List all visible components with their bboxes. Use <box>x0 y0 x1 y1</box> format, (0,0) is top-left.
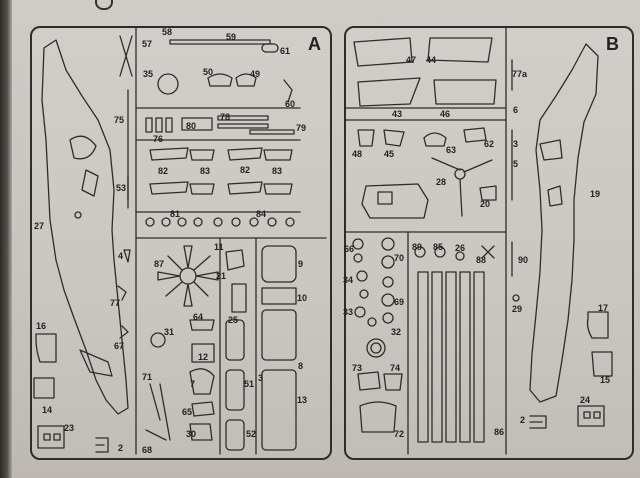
part-number-53: 53 <box>116 183 127 193</box>
part-number-32: 32 <box>391 327 402 337</box>
part-number-23: 23 <box>64 423 75 433</box>
part-number-27: 27 <box>34 221 45 231</box>
part-number-19: 19 <box>590 189 601 199</box>
part-number-69: 69 <box>394 297 405 307</box>
part-number-20: 20 <box>480 199 491 209</box>
part-number-71: 71 <box>142 372 153 382</box>
part-number-77a: 77a <box>512 69 528 79</box>
part-number-75: 75 <box>114 115 125 125</box>
part-number-60: 60 <box>285 99 296 109</box>
part-number-74: 74 <box>390 363 401 373</box>
part-number-15: 15 <box>600 375 611 385</box>
part-number-31: 31 <box>164 327 175 337</box>
part-number-80: 80 <box>186 121 197 131</box>
sprue-b-letter: B <box>606 34 619 54</box>
part-number-16: 16 <box>36 321 47 331</box>
part-number-7: 7 <box>190 379 196 389</box>
part-number-58: 58 <box>162 27 173 37</box>
page-corner-mark <box>95 0 113 10</box>
part-number-3: 3 <box>258 373 264 383</box>
part-number-88: 88 <box>476 255 487 265</box>
part-number-12: 12 <box>198 352 209 362</box>
part-number-64: 64 <box>193 312 204 322</box>
part-number-29: 29 <box>512 304 523 314</box>
part-number-25: 25 <box>228 315 239 325</box>
part-number-43: 43 <box>392 109 403 119</box>
part-number-57: 57 <box>142 39 153 49</box>
part-number-73: 73 <box>352 363 363 373</box>
part-number-84: 84 <box>256 209 267 219</box>
part-number-61: 61 <box>280 46 291 56</box>
part-number-78: 78 <box>220 112 231 122</box>
part-number-65: 65 <box>182 407 193 417</box>
part-number-85: 85 <box>433 242 444 252</box>
part-number-87: 87 <box>154 259 165 269</box>
part-number-30: 30 <box>186 429 197 439</box>
sprue-a-frame <box>30 26 332 460</box>
part-number-76: 76 <box>153 134 164 144</box>
part-number-51: 51 <box>244 379 255 389</box>
part-number-28: 28 <box>436 177 447 187</box>
part-number-90: 90 <box>518 255 529 265</box>
part-number-81: 81 <box>170 209 181 219</box>
part-number-82-b: 82 <box>240 165 251 175</box>
part-number-68: 68 <box>142 445 153 455</box>
part-number-2-a: 2 <box>118 443 124 453</box>
part-number-63: 63 <box>446 145 457 155</box>
part-number-14: 14 <box>42 405 53 415</box>
part-number-86: 86 <box>494 427 505 437</box>
part-number-49: 49 <box>250 69 261 79</box>
part-number-44: 44 <box>426 55 437 65</box>
part-number-45: 45 <box>384 149 395 159</box>
part-number-79: 79 <box>296 123 307 133</box>
part-number-35: 35 <box>143 69 154 79</box>
fuselage-half-a <box>41 39 129 415</box>
part-number-47: 47 <box>406 55 417 65</box>
part-number-70: 70 <box>394 253 405 263</box>
part-number-77: 77 <box>110 298 121 308</box>
part-number-48: 48 <box>352 149 363 159</box>
sprue-a-letter: A <box>308 34 321 54</box>
part-number-9: 9 <box>298 259 304 269</box>
part-number-89: 89 <box>412 242 423 252</box>
part-number-33: 33 <box>343 307 354 317</box>
part-number-83-a: 83 <box>200 166 211 176</box>
part-number-66: 66 <box>344 244 355 254</box>
part-number-13: 13 <box>297 395 308 405</box>
part-number-46: 46 <box>440 109 451 119</box>
part-number-2-b: 2 <box>520 415 526 425</box>
part-number-3-b: 3 <box>513 139 519 149</box>
part-number-62: 62 <box>484 139 495 149</box>
part-number-52: 52 <box>246 429 257 439</box>
part-number-5: 5 <box>513 159 519 169</box>
part-number-83-b: 83 <box>272 166 283 176</box>
sheet-shadow-edge <box>0 0 12 478</box>
part-number-59: 59 <box>226 32 237 42</box>
part-number-34: 34 <box>343 275 354 285</box>
fuselage-half-b <box>529 43 599 403</box>
part-number-26: 26 <box>455 243 466 253</box>
part-number-72: 72 <box>394 429 405 439</box>
part-number-67: 67 <box>114 341 125 351</box>
part-number-24: 24 <box>580 395 591 405</box>
part-number-17: 17 <box>598 303 609 313</box>
part-number-82-a: 82 <box>158 166 169 176</box>
part-number-8: 8 <box>298 361 304 371</box>
part-number-4: 4 <box>118 251 124 261</box>
part-number-50: 50 <box>203 67 214 77</box>
part-number-21: 21 <box>216 271 227 281</box>
sprue-b-frame <box>344 26 634 460</box>
part-number-6: 6 <box>513 105 519 115</box>
part-number-11: 11 <box>214 242 224 252</box>
part-number-10: 10 <box>297 293 308 303</box>
